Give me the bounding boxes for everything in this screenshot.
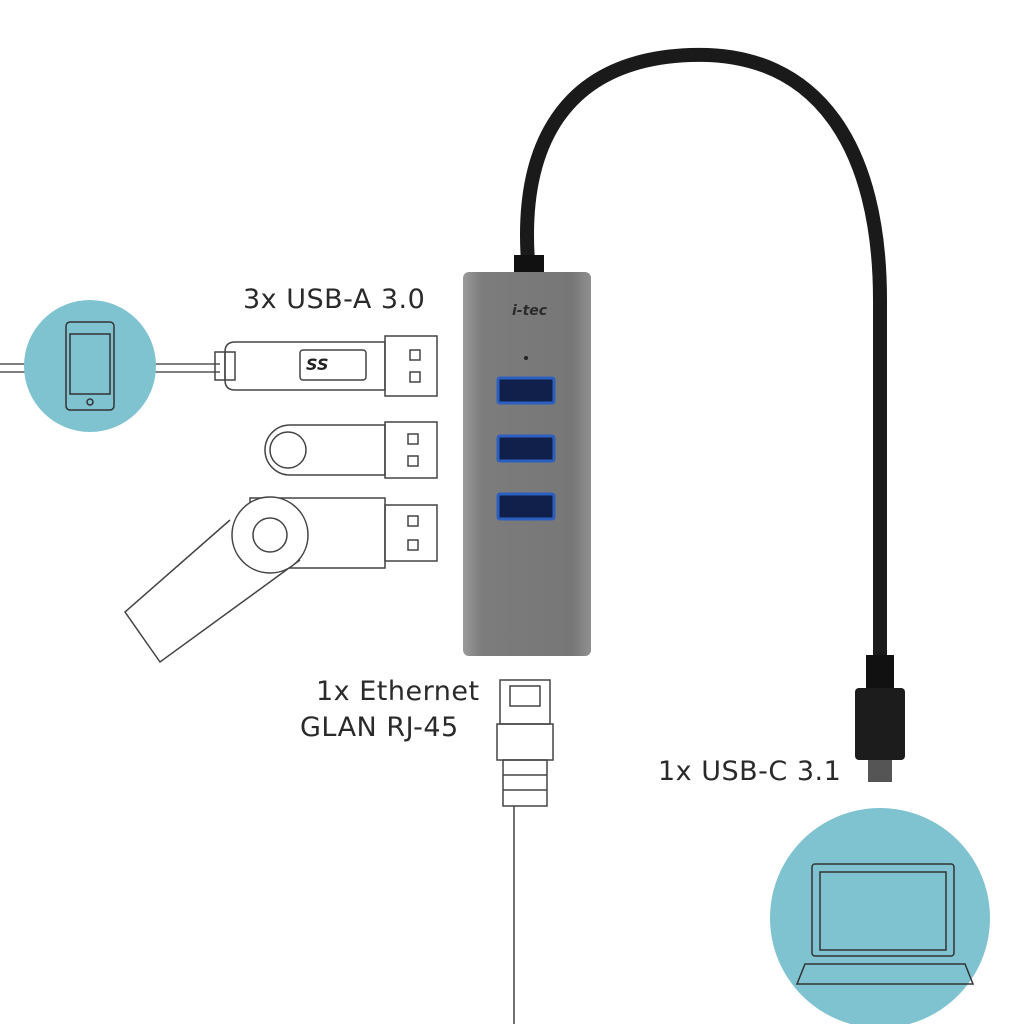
usb-a-port: [496, 434, 556, 463]
usb-c-label: 1x USB-C 3.1: [658, 756, 842, 787]
usb-c-connector: [855, 688, 905, 760]
usb-a-ports: [496, 376, 556, 521]
smartphone-icon: [65, 321, 115, 411]
flash-drive-icon: [264, 421, 438, 479]
ethernet-label-line2: GLAN RJ-45: [300, 712, 459, 743]
usb-a-port: [496, 492, 556, 521]
laptop-circle: [770, 808, 990, 1024]
usb-c-strain-relief: [866, 655, 894, 690]
usb-hub: [463, 272, 591, 656]
smartphone-circle: [24, 300, 156, 432]
cable-strain-relief: [514, 255, 544, 275]
usb-a-port: [496, 376, 556, 405]
rj45-plug-icon: [496, 679, 554, 1024]
usb-a-label: 3x USB-A 3.0: [243, 284, 426, 315]
laptop-icon: [795, 863, 975, 985]
ethernet-label-line1: 1x Ethernet: [316, 676, 480, 707]
brand-logo: i-tec: [512, 303, 548, 319]
superspeed-logo: SS: [306, 355, 329, 374]
usb-a-plug-icon: [214, 335, 438, 397]
usb-c-cable: [520, 47, 887, 667]
flash-drive-swivel-icon: [123, 496, 438, 664]
